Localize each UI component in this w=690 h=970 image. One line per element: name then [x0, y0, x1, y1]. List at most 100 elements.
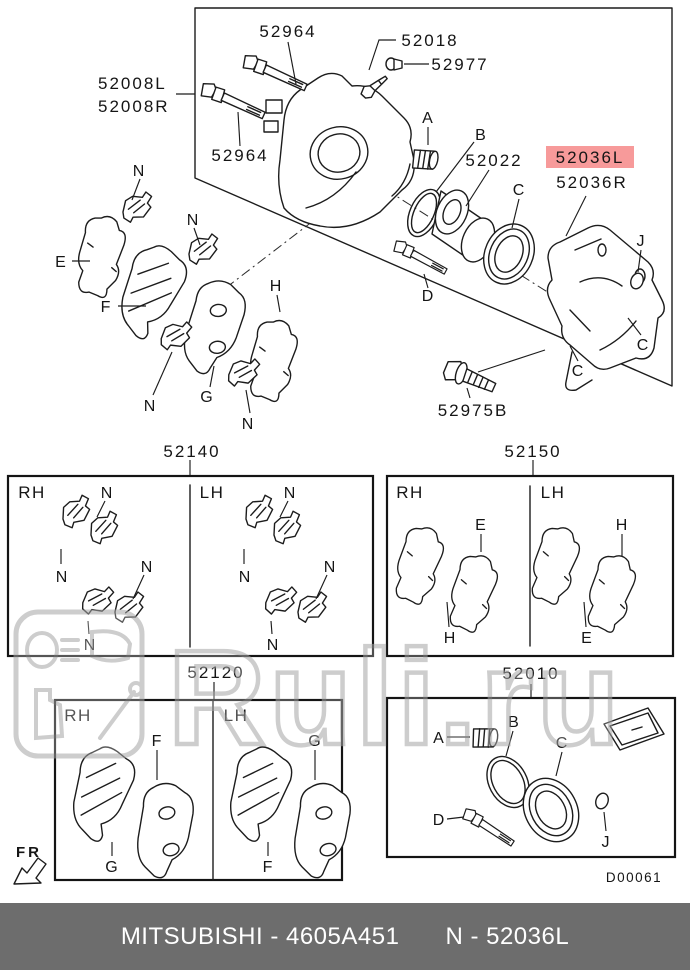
kit-title-52140[interactable]: 52140: [163, 442, 220, 461]
ref-letter-b: B: [475, 127, 487, 144]
fr-arrow-icon: [13, 857, 47, 885]
drawing-code: D00061: [606, 870, 662, 885]
ref-letter-n: N: [101, 485, 114, 502]
kit-box-52140: 52140 RH LH N N N N N N N N: [6, 442, 375, 658]
part-label-bracket-right[interactable]: 52036R: [556, 173, 628, 192]
clip-n1: [117, 190, 158, 225]
plug-a: [411, 149, 439, 170]
part-label-bleeder-screw[interactable]: 52018: [401, 31, 458, 50]
side-label-lh: LH: [200, 483, 225, 502]
part-label-caliper-left[interactable]: 52008L: [98, 74, 167, 93]
ref-letter-e: E: [581, 630, 593, 647]
part-label-guide-bolt[interactable]: 52975B: [438, 401, 509, 420]
part-label-bracket-left-highlighted[interactable]: 52036L: [556, 148, 625, 167]
side-label-rh: RH: [64, 706, 92, 725]
part-label-guide-pin-top[interactable]: 52964: [259, 22, 316, 41]
ref-letter-n: N: [84, 637, 97, 654]
guide-pin-upper: [239, 51, 310, 95]
pad-axis: [209, 184, 361, 301]
plug-a-kit: [472, 728, 499, 748]
shim-h-rh: [389, 522, 449, 608]
pad-g-lh: [290, 780, 354, 882]
bleeder-cap: [385, 57, 403, 71]
watermark-logo-frame: [13, 609, 145, 759]
diagram-frame: [194, 7, 673, 387]
ref-letter-f: F: [263, 859, 274, 876]
kit-title-52150[interactable]: 52150: [504, 442, 561, 461]
ref-letter-a: A: [422, 110, 434, 127]
highlight-box-52036l[interactable]: [546, 146, 634, 168]
ref-letter-n: N: [284, 485, 297, 502]
kit-title-52010[interactable]: 52010: [502, 664, 559, 683]
seal-ring-b-kit: [486, 755, 530, 809]
guide-bolt: [442, 360, 497, 393]
main-diagram: 52964 52018 52977 52008L 52008R 52964 52…: [55, 7, 673, 433]
shim-e-rh: [443, 550, 503, 636]
kit-box-52150: 52150 RH LH E H E H: [385, 442, 675, 658]
ref-letter-c3: C: [572, 363, 585, 380]
grease-packet: [603, 707, 665, 751]
boot-c-kit: [522, 777, 580, 843]
ref-letter-f: F: [152, 733, 163, 750]
ref-letter-e: E: [55, 254, 67, 271]
leader-lines: [72, 39, 642, 414]
slide-pin-d-kit: [459, 805, 518, 850]
footer-brand-part: MITSUBISHI - 4605A451: [120, 922, 400, 950]
kit-title-52120[interactable]: 52120: [187, 663, 244, 682]
side-label-rh: RH: [18, 483, 46, 502]
side-label-lh: LH: [224, 706, 249, 725]
footer-bar: MITSUBISHI - 4605A451 N - 52036L: [0, 903, 690, 970]
ref-letter-c: C: [556, 735, 569, 752]
slide-pin-d: [391, 237, 450, 278]
shim-h-lh: [581, 550, 641, 636]
pad-f-lh: [225, 742, 296, 846]
cap-j-kit: [595, 792, 609, 810]
ref-letter-h: H: [444, 630, 457, 647]
kit-box-52010: 52010 A B C D J: [385, 664, 677, 859]
ref-letter-n: N: [324, 559, 337, 576]
boot-c: [483, 223, 535, 285]
shim-e-lh: [525, 522, 585, 608]
ref-letter-c2: C: [637, 337, 650, 354]
ref-letter-h: H: [616, 517, 629, 534]
ref-letter-n1: N: [133, 163, 146, 180]
ref-letter-d: D: [422, 288, 435, 305]
guide-pin-lower: [197, 79, 268, 123]
part-label-guide-pin-bottom[interactable]: 52964: [211, 146, 268, 165]
ref-letter-n4: N: [242, 416, 255, 433]
fr-indicator: FR: [13, 844, 47, 885]
kit-box-52120: 52120 RH LH F G G F: [53, 663, 354, 882]
shim-e: [71, 211, 130, 301]
ref-letter-a: A: [433, 730, 445, 747]
ref-letter-n2: N: [187, 212, 200, 229]
part-label-piston[interactable]: 52022: [465, 151, 522, 170]
pad-f-rh: [133, 780, 197, 882]
side-label-rh: RH: [396, 483, 424, 502]
ref-letter-n: N: [56, 569, 69, 586]
part-label-bleeder-cap[interactable]: 52977: [431, 55, 488, 74]
ref-letter-n: N: [141, 559, 154, 576]
watermark-shock-eye: [128, 681, 144, 697]
fr-label: FR: [16, 844, 42, 861]
ref-letter-n: N: [239, 569, 252, 586]
ref-letter-j: J: [637, 233, 646, 250]
ref-letter-g: G: [308, 733, 321, 750]
ref-letter-f: F: [101, 299, 112, 316]
bleeder-screw: [360, 75, 388, 99]
footer-ref-part: N - 52036L: [445, 922, 570, 950]
ref-letter-h: H: [270, 278, 283, 295]
pad-g-rh: [68, 742, 139, 846]
clip-n2: [183, 232, 224, 267]
clip-set-rh: N N N N: [56, 485, 154, 654]
ref-letter-d: D: [433, 812, 446, 829]
ref-letter-g: G: [105, 859, 118, 876]
caliper-body: [263, 72, 415, 229]
ref-letter-n: N: [267, 637, 280, 654]
part-label-caliper-right[interactable]: 52008R: [98, 97, 170, 116]
ref-letter-e: E: [475, 517, 487, 534]
side-label-lh: LH: [541, 483, 566, 502]
ref-letter-n3: N: [144, 398, 157, 415]
ref-letter-g: G: [200, 389, 213, 406]
